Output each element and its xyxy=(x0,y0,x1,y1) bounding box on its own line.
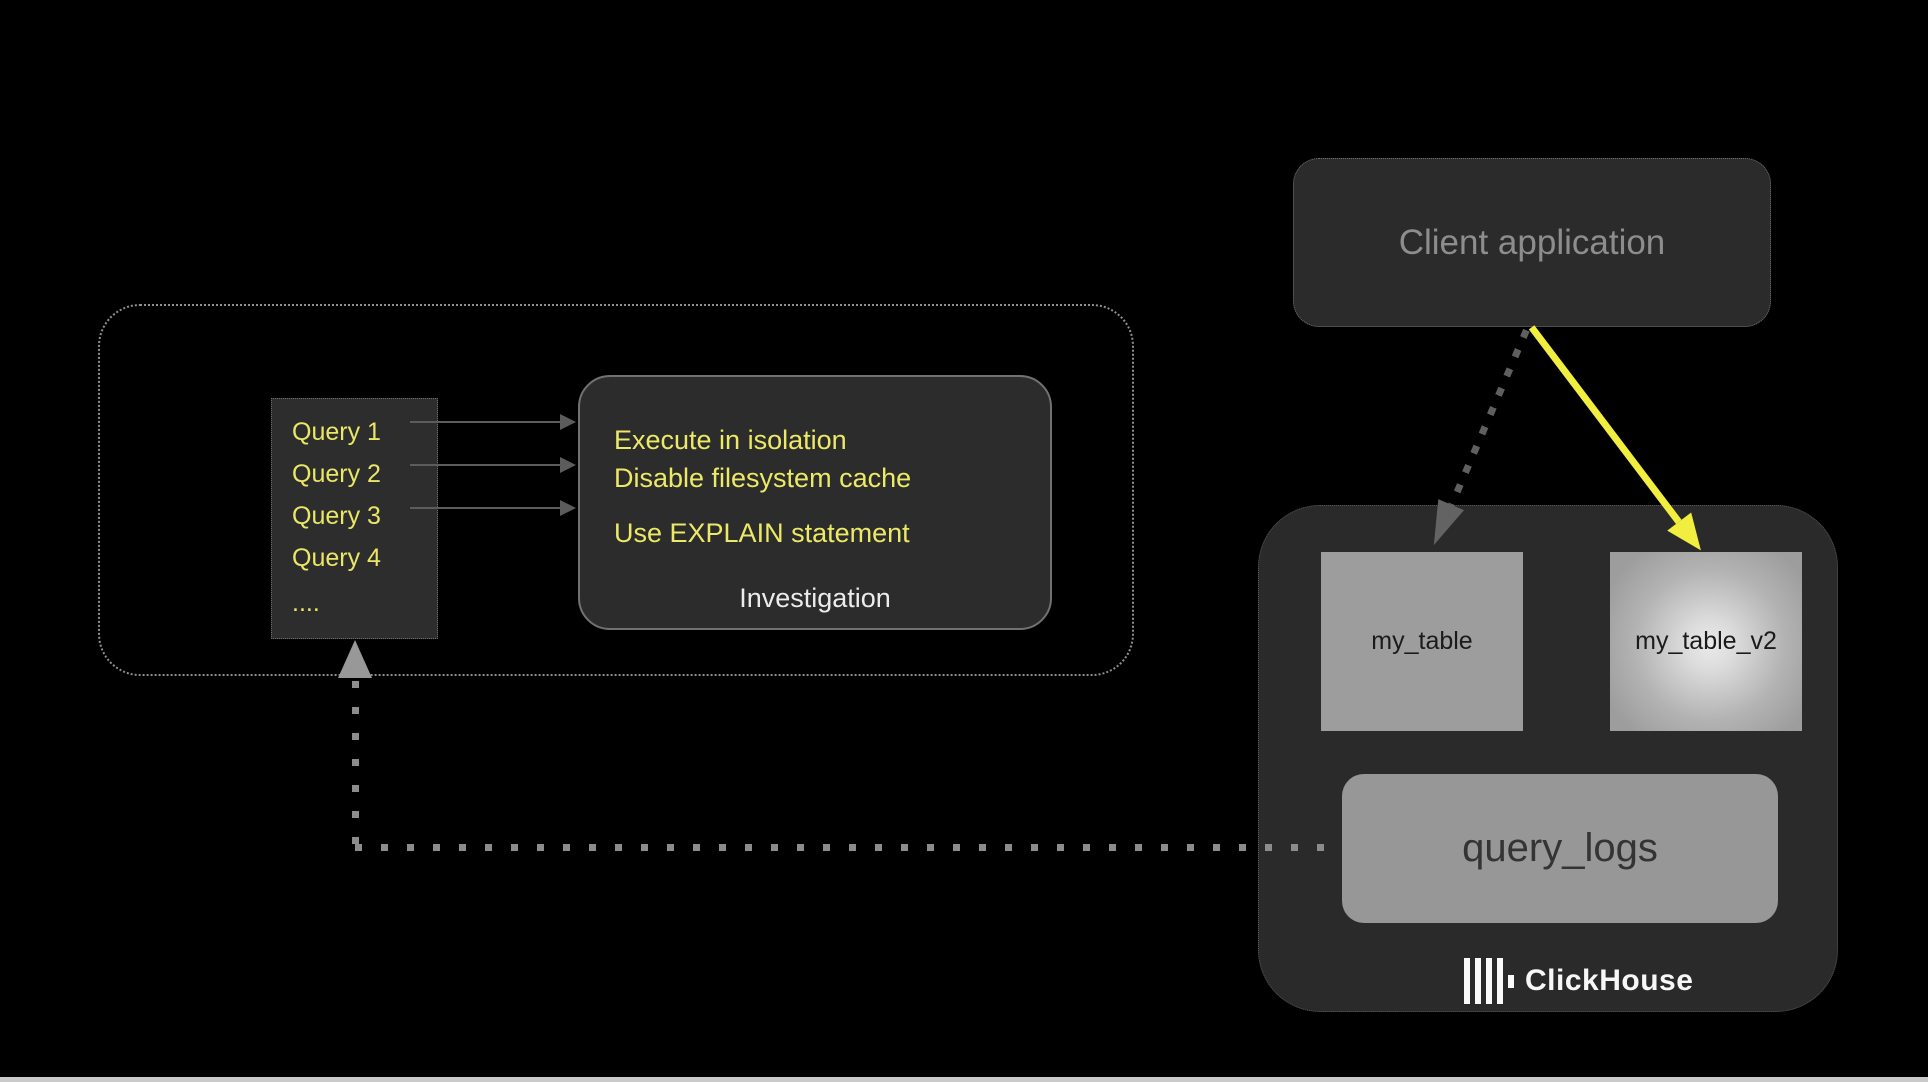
slide-bottom-edge xyxy=(0,1077,1928,1082)
query-list-item: Query 1 xyxy=(292,418,381,446)
query-list-item: Query 2 xyxy=(292,460,381,488)
my-table-label: my_table xyxy=(1371,627,1473,655)
arrowhead-query2-icon xyxy=(560,457,576,473)
arrowhead-query3-icon xyxy=(560,500,576,516)
query-list-item-ellipsis: .... xyxy=(292,589,320,617)
arrowhead-query1-icon xyxy=(560,414,576,430)
arrow-query2-to-investigation xyxy=(410,464,560,466)
my-table-v2-label: my_table_v2 xyxy=(1635,627,1777,655)
investigation-box: Execute in isolation Disable filesystem … xyxy=(578,375,1052,630)
query-list-item: Query 4 xyxy=(292,544,381,572)
arrow-query1-to-investigation xyxy=(410,421,560,423)
my-table-v2-box: my_table_v2 xyxy=(1610,552,1802,731)
query-list-item: Query 3 xyxy=(292,502,381,530)
feedback-line-horizontal xyxy=(355,844,1342,851)
my-table-box: my_table xyxy=(1321,552,1523,731)
investigation-tip: Execute in isolation xyxy=(614,425,847,455)
feedback-arrowhead-icon xyxy=(338,640,372,678)
query-logs-box: query_logs xyxy=(1342,774,1778,923)
query-logs-label: query_logs xyxy=(1462,826,1658,870)
client-application-label: Client application xyxy=(1398,222,1666,262)
investigation-dotted-group xyxy=(98,304,1134,676)
investigation-caption: Investigation xyxy=(739,583,891,613)
clickhouse-brand-label: ClickHouse xyxy=(1525,964,1694,997)
investigation-tip: Disable filesystem cache xyxy=(614,463,912,493)
investigation-tip: Use EXPLAIN statement xyxy=(614,518,910,548)
query-list-box: Query 1 Query 2 Query 3 Query 4 .... xyxy=(271,398,438,639)
arrow-query3-to-investigation xyxy=(410,507,560,509)
client-application-box: Client application xyxy=(1293,158,1771,327)
feedback-line-vertical xyxy=(352,681,359,845)
clickhouse-bars-icon xyxy=(1464,958,1514,1004)
clickhouse-brand: ClickHouse xyxy=(1464,958,1693,1004)
